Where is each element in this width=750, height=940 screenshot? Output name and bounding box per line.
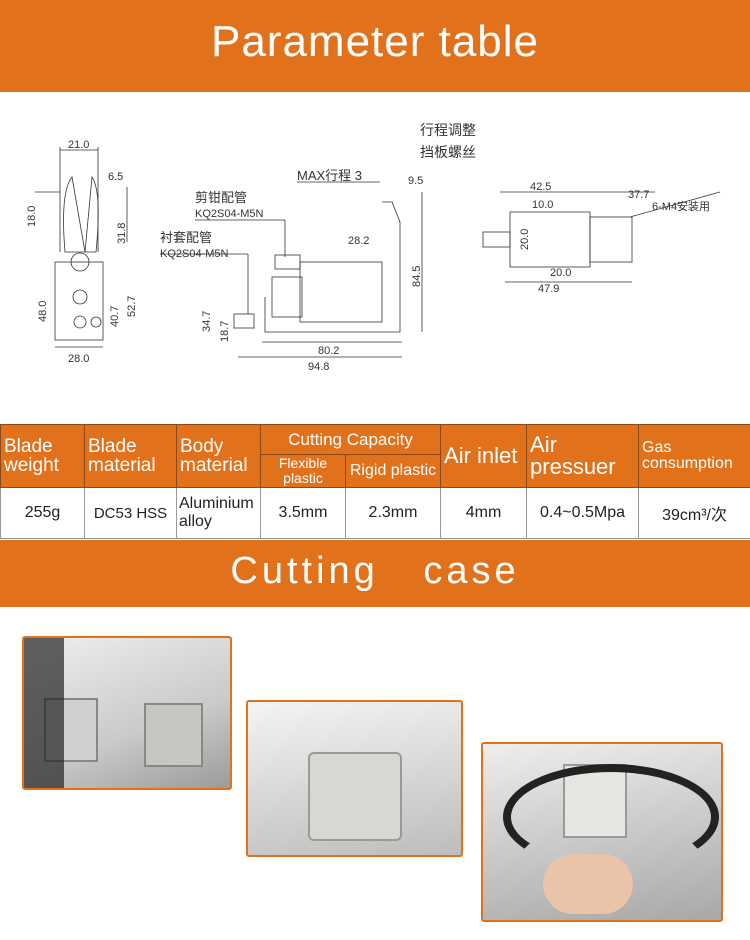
dim-label: 18.0 <box>26 206 38 227</box>
dim-label: 48.0 <box>37 301 49 322</box>
side-view <box>160 181 423 358</box>
dim-label: 52.7 <box>126 296 138 317</box>
header-air-pressure: Air pressuer <box>526 424 640 488</box>
top-view <box>482 191 721 283</box>
dim-label: 18.7 <box>219 321 231 342</box>
fitting-part-number: KQ2S04-M5N <box>160 248 229 260</box>
dim-label: 34.7 <box>201 311 213 332</box>
section-title: Cutting case <box>230 550 520 592</box>
cell-rigid: 2.3mm <box>344 487 442 539</box>
cutting-case-photo-3 <box>481 742 723 922</box>
cell-air-inlet: 4mm <box>440 487 528 539</box>
dim-label: 84.5 <box>411 266 423 287</box>
fitting-label-cn: 衬套配管 <box>160 230 212 245</box>
header-body-material: Body material <box>176 424 261 488</box>
header-flexible-plastic: Flexible plastic <box>260 454 346 488</box>
cell-body-material: Aluminium alloy <box>176 487 261 539</box>
table-row: 255g DC53 HSS Aluminium alloy 3.5mm 2.3m… <box>0 487 750 539</box>
front-view <box>35 147 128 348</box>
top-view-labels: 行程调整 挡板螺丝 6-M4安装用 42.5 37.7 10.0 20.0 20… <box>420 122 710 295</box>
dim-label: 40.7 <box>109 306 121 327</box>
dim-label: 6.5 <box>108 171 123 183</box>
dim-label: 20.0 <box>550 267 571 279</box>
header-cutting-capacity: Cutting Capacity <box>259 424 442 455</box>
section-banner: Cutting case <box>0 540 750 607</box>
cell-air-pressure: 0.4~0.5Mpa <box>526 487 640 539</box>
dim-label: 94.8 <box>308 361 329 373</box>
dim-label: 28.0 <box>68 353 89 365</box>
side-view-labels: 剪钳配管 KQ2S04-M5N 衬套配管 KQ2S04-M5N MAX行程 3 … <box>160 168 423 373</box>
stroke-adjust-note: 行程调整 <box>420 122 476 138</box>
cell-blade-weight: 255g <box>0 487 85 539</box>
max-stroke-label: MAX行程 3 <box>297 168 362 183</box>
cutting-case-photo-1 <box>22 636 232 790</box>
dim-label: 42.5 <box>530 181 551 193</box>
page-title-banner: Parameter table <box>0 0 750 92</box>
header-gas-consumption: Gas consumption <box>638 424 750 488</box>
cell-flexible: 3.5mm <box>260 487 346 539</box>
dim-label: 28.2 <box>348 235 369 247</box>
baffle-screw-note: 挡板螺丝 <box>420 144 476 160</box>
page-title: Parameter table <box>210 17 540 66</box>
mount-hole-note: 6-M4安装用 <box>652 199 710 213</box>
cell-blade-material: DC53 HSS <box>84 487 177 539</box>
fitting-part-number: KQ2S04-M5N <box>195 208 264 220</box>
header-rigid-plastic: Rigid plastic <box>344 454 442 488</box>
header-blade-weight: Blade weight <box>0 424 85 488</box>
fitting-label-cn: 剪钳配管 <box>195 190 247 205</box>
dim-label: 9.5 <box>408 175 423 187</box>
header-blade-material: Blade material <box>84 424 177 488</box>
dim-label: 80.2 <box>318 345 339 357</box>
dim-label: 20.0 <box>519 229 531 250</box>
dim-label: 31.8 <box>116 223 128 244</box>
dim-label: 10.0 <box>532 199 553 211</box>
front-view-dims: 21.0 6.5 18.0 31.8 48.0 40.7 52.7 28.0 <box>26 139 138 365</box>
dim-label: 37.7 <box>628 189 649 201</box>
parameter-table: Blade weight Blade material Body materia… <box>0 424 750 539</box>
dim-label: 21.0 <box>68 139 89 151</box>
cell-gas: 39cm³/次 <box>638 487 750 539</box>
cutting-case-photo-2 <box>246 700 463 857</box>
dim-label: 47.9 <box>538 283 559 295</box>
header-air-inlet: Air inlet <box>440 424 528 488</box>
dimension-drawing: 21.0 6.5 18.0 31.8 48.0 40.7 52.7 28.0 剪… <box>26 122 721 373</box>
